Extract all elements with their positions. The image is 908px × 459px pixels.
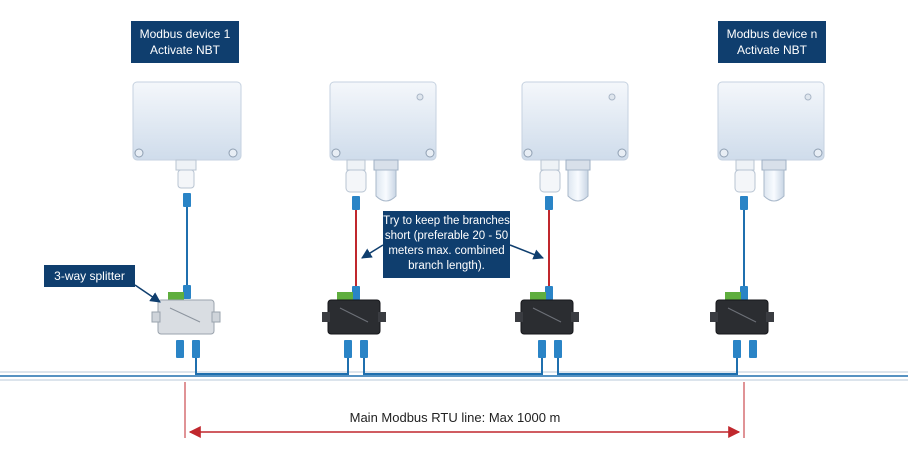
branch-callout-pointer-left (361, 244, 384, 259)
branch-callout-line-4: branch length). (408, 260, 485, 272)
branch-callout-line-1: Try to keep the branches (383, 215, 510, 227)
main-line-dimension (184, 382, 745, 438)
branch-cable-2 (352, 196, 360, 300)
splitter-1 (151, 292, 221, 358)
branch-cable-n (740, 196, 748, 300)
main-bus-line (0, 371, 908, 381)
splitter-callout: 3-way splitter (44, 265, 135, 287)
daisy-chain-cable (195, 358, 738, 375)
modbus-device-1 (132, 81, 242, 189)
device-1-name: Modbus device 1 (139, 27, 231, 41)
branch-callout-line-3: meters max. combined (388, 245, 505, 257)
splitter-2 (322, 292, 386, 358)
device-n-setting: Activate NBT (736, 43, 808, 57)
branch-cable-3 (545, 196, 553, 300)
splitter-callout-text: 3-way splitter (54, 269, 125, 283)
main-line-label: Main Modbus RTU line: Max 1000 m (330, 410, 580, 425)
splitter-n (710, 292, 774, 358)
branch-length-callout: Try to keep the branches short (preferab… (383, 211, 510, 278)
modbus-device-2 (329, 81, 437, 202)
branch-callout-line-2: short (preferable 20 - 50 (384, 230, 509, 242)
modbus-device-3 (521, 81, 629, 202)
branch-callout-pointer-right (509, 244, 544, 260)
device-n-label: Modbus device n Activate NBT (718, 21, 826, 63)
splitter-callout-pointer (134, 284, 161, 303)
device-1-label: Modbus device 1 Activate NBT (131, 21, 239, 63)
splitter-3 (515, 292, 579, 358)
device-1-setting: Activate NBT (149, 43, 221, 57)
device-n-name: Modbus device n (726, 27, 818, 41)
branch-cable-1 (183, 193, 191, 299)
modbus-device-n (717, 81, 825, 202)
